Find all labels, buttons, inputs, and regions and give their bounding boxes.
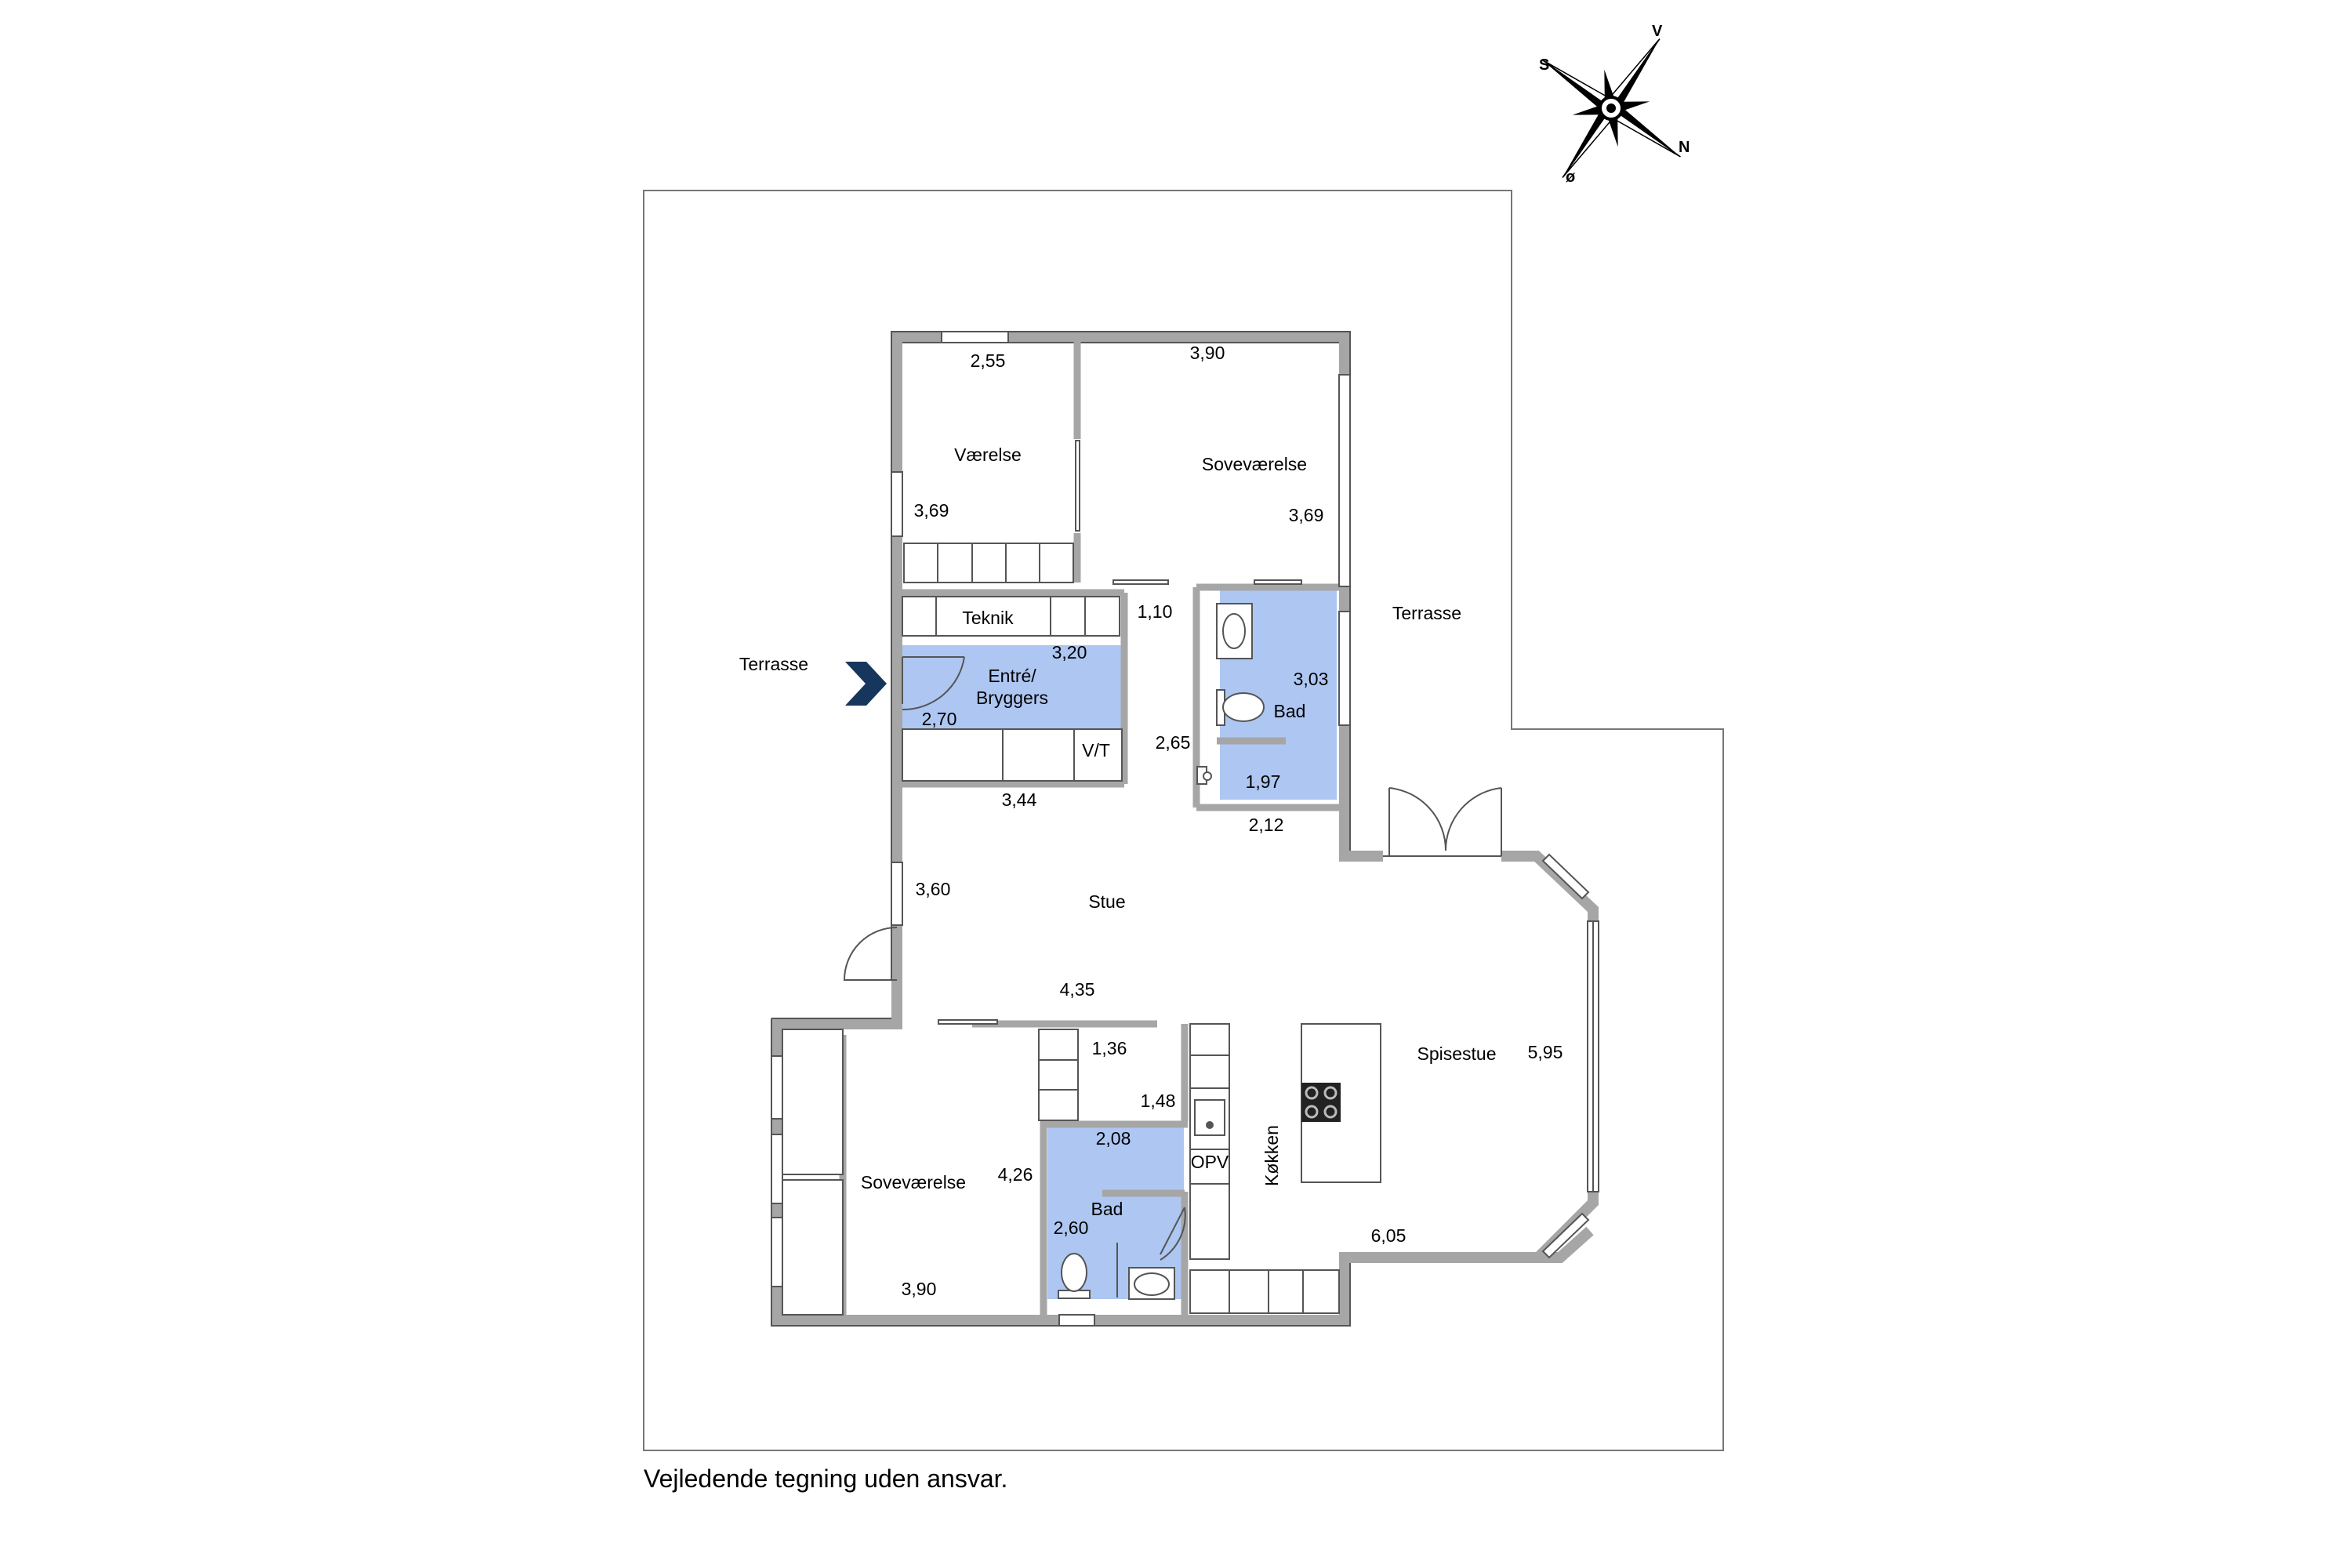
cooktop-icon <box>1301 1083 1341 1122</box>
dim-sove-bottom-w: 3,90 <box>902 1279 937 1299</box>
bryggers-counter <box>902 728 1123 782</box>
disclaimer-text: Vejledende tegning uden ansvar. <box>644 1465 1008 1493</box>
windows <box>771 331 1351 1327</box>
kitchen-sink-icon <box>1194 1099 1225 1136</box>
dim-spise-w: 6,05 <box>1371 1225 1406 1246</box>
dim-bad-bottom-w: 2,08 <box>1096 1128 1131 1149</box>
room-vaerelse-label: Værelse <box>954 445 1022 465</box>
dim-sove-top-w: 3,90 <box>1190 343 1225 363</box>
room-entre-label-1: Entré/ <box>988 666 1036 686</box>
dim-small-2: 1,48 <box>1141 1091 1176 1111</box>
teknik-cabinets <box>902 596 1120 637</box>
dim-bad-top-h: 3,03 <box>1294 669 1329 689</box>
sink-bottom-icon <box>1128 1267 1175 1300</box>
plot-boundary <box>643 190 1724 1451</box>
opv-label: OPV <box>1191 1152 1229 1172</box>
dim-sove-bottom-h: 4,26 <box>998 1164 1033 1185</box>
shower-icon <box>1196 766 1212 785</box>
interior-walls <box>839 337 1345 1320</box>
compass-north-label: N <box>1679 139 1690 156</box>
compass-south-label: S <box>1539 56 1549 74</box>
toilet-icon <box>1216 689 1265 726</box>
terrace-double-door <box>1383 787 1502 857</box>
sliding-doors <box>938 440 1302 1025</box>
dim-bad-top-w: 1,97 <box>1246 771 1281 792</box>
terrasse-left-label: Terrasse <box>739 654 808 674</box>
dim-small-1: 1,36 <box>1092 1038 1127 1058</box>
wardrobe-vaerelse <box>903 543 1074 583</box>
compass-west-label: V <box>1652 23 1663 40</box>
room-bad-top-label: Bad <box>1274 701 1306 721</box>
compass-rose-icon <box>1541 38 1681 178</box>
room-kokken-label: Køkken <box>1261 1125 1282 1186</box>
entrance-arrow-icon <box>845 662 887 706</box>
dim-entre-h: 2,70 <box>922 709 957 729</box>
dim-sove-top-h: 3,69 <box>1289 505 1324 525</box>
dim-bad-bottom-h: 2,60 <box>1054 1218 1089 1238</box>
dim-entre-w: 3,20 <box>1052 642 1087 662</box>
bay-windows <box>1541 853 1599 1259</box>
room-sovevaerelse-bottom-label: Soveværelse <box>861 1172 966 1192</box>
room-sovevaerelse-top-label: Soveværelse <box>1202 454 1307 474</box>
dim-gang: 1,10 <box>1138 601 1173 622</box>
dim-bad-top-outer: 2,12 <box>1249 815 1284 835</box>
compass-east-label: ø <box>1566 169 1576 186</box>
terrasse-right-label: Terrasse <box>1392 603 1461 623</box>
hinged-doors <box>843 656 1186 1261</box>
kitchen-counter <box>1189 1023 1230 1260</box>
dim-gang-h: 2,65 <box>1156 732 1191 753</box>
closet-shelves <box>1038 1029 1079 1121</box>
vt-label: V/T <box>1082 740 1110 760</box>
room-entre-label-2: Bryggers <box>976 688 1048 708</box>
dim-vaerelse-h: 3,69 <box>914 500 949 521</box>
room-spisestue-label: Spisestue <box>1417 1044 1496 1064</box>
bedroom-bottom-wardrobe <box>782 1029 844 1316</box>
room-stue-label: Stue <box>1088 891 1125 912</box>
dim-vaerelse-w: 2,55 <box>971 350 1006 371</box>
room-bad-bottom-label: Bad <box>1091 1199 1123 1219</box>
entre-bryggers-floor <box>902 645 1122 729</box>
dining-cabinets <box>1189 1269 1340 1314</box>
dim-entre-bottom: 3,44 <box>1002 789 1037 810</box>
dim-spise-h: 5,95 <box>1528 1042 1563 1062</box>
dim-stue-h: 3,60 <box>916 879 951 899</box>
toilet-bottom-icon <box>1058 1253 1091 1299</box>
sink-icon <box>1216 603 1253 659</box>
dim-stue-w: 4,35 <box>1060 979 1095 1000</box>
room-teknik-label: Teknik <box>962 608 1014 628</box>
